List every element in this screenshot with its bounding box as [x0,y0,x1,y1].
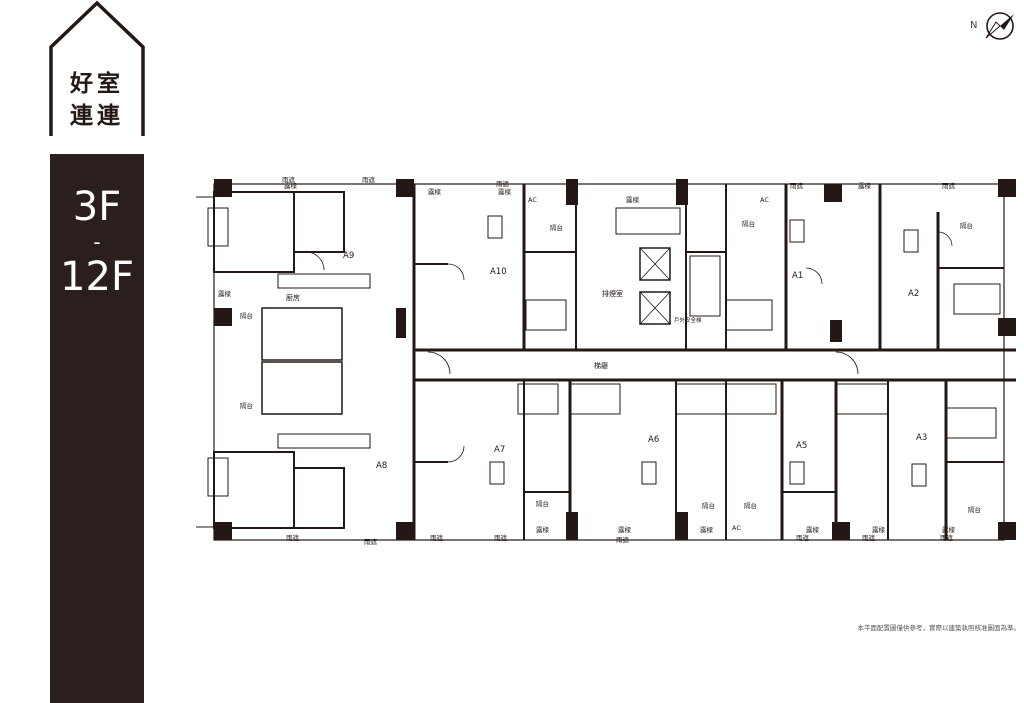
partition-label: 隔台 [240,311,253,320]
brand-line-2: 連連 [70,103,124,129]
floor-from: 3F [72,184,122,230]
disclaimer-note: 本平面配置圖僅供參考，實際以建築執照核准圖面為準。 [857,624,1021,632]
balcony-label: 露樑 [858,181,872,190]
partition-label: 隔台 [968,505,981,514]
compass-north-label: N [970,20,978,31]
unit-label-a10: A10 [490,267,507,277]
awning-label: 雨遮 [364,537,378,546]
balcony-label: 露樑 [284,181,298,190]
awning-label: 雨遮 [496,179,510,188]
partition-label: 隔台 [702,501,715,510]
unit-label-a7: A7 [494,445,505,455]
balcony-label: 露樑 [218,289,232,298]
awning-label: 雨遮 [862,533,876,542]
awning-label: 雨遮 [362,175,376,184]
compass-icon [985,12,1014,40]
balcony-label: 露樑 [942,525,956,534]
smoke-room-label: 排煙室 [602,289,623,298]
partition-label: 隔台 [742,219,755,228]
kitchen-label: 廚房 [286,293,300,302]
balcony-label: 露樑 [700,525,714,534]
balcony-label: 露樑 [826,193,840,202]
unit-label-a2: A2 [908,289,919,299]
ac-label: AC [528,196,537,204]
floor-dash: - [93,230,101,254]
partition-label: 隔台 [960,221,973,230]
house-outline-icon [49,0,145,136]
balcony-label: 露樑 [498,187,512,196]
unit-label-a1: A1 [792,271,803,281]
unit-label-a6: A6 [648,435,659,445]
unit-label-a3: A3 [916,433,927,443]
partition-label: 隔台 [550,223,563,232]
unit-label-a8: A8 [376,461,387,471]
balcony-label: 露樑 [618,525,632,534]
awning-label: 雨遮 [616,535,630,544]
awning-label: 雨遮 [494,533,508,542]
unit-label-a9: A9 [343,251,354,261]
lobby-label: 梯廳 [594,361,608,370]
compass: N [966,4,1022,48]
partition-label: 隔台 [744,501,757,510]
stair-label: 戶外安全梯 [674,316,702,324]
floor-to: 12F [60,254,134,300]
floor-range-panel: 3F - 12F [50,154,144,703]
partition-label: 隔台 [240,401,253,410]
balcony-label: 露樑 [626,195,640,204]
brand-logo: 好室 連連 [48,0,146,140]
ac-label: AC [732,524,741,532]
awning-label: 雨遮 [940,533,954,542]
brand-line-1: 好室 [70,71,124,97]
balcony-label: 露樑 [428,187,442,196]
balcony-label: 露樑 [872,525,886,534]
balcony-label: 露樑 [536,525,550,534]
unit-label-a5: A5 [796,441,807,451]
awning-label: 雨遮 [942,181,956,190]
balcony-label: 露樑 [806,525,820,534]
awning-label: 雨遮 [282,175,296,184]
awning-label: 雨遮 [796,533,810,542]
awning-label: 雨遮 [286,533,300,542]
awning-label: 雨遮 [430,533,444,542]
partition-label: 隔台 [536,499,549,508]
floor-plan: A9 A10 A1 A2 A8 A7 A6 A5 A3 梯廳 排煙室 廚房 戶外… [196,175,1016,546]
awning-label: 雨遮 [790,181,804,190]
ac-label: AC [760,196,769,204]
